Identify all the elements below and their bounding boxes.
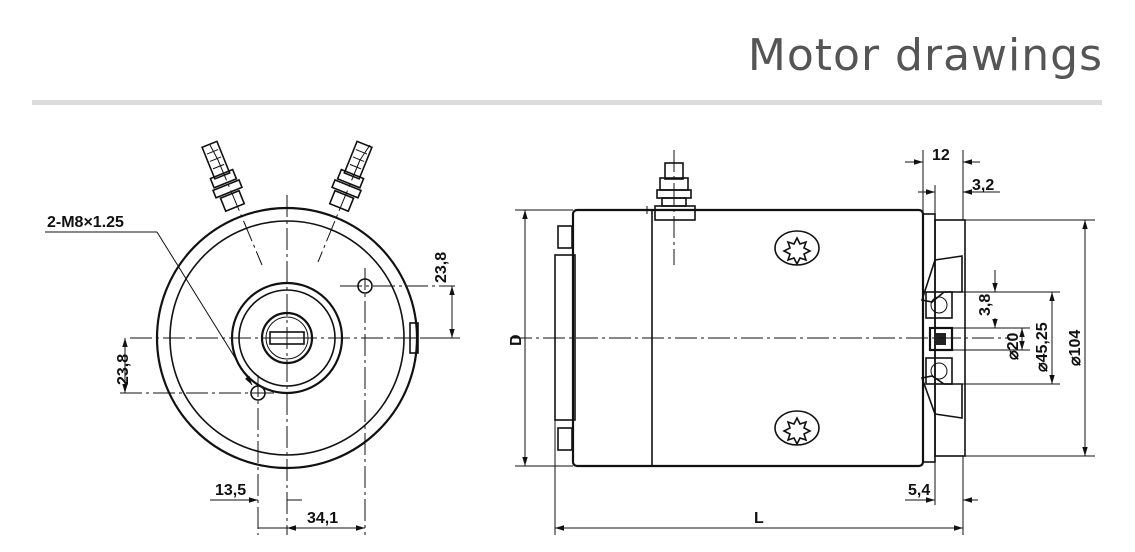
dim-flange-width: 12: [932, 147, 950, 164]
dim-hole-offset-left: 13,5: [215, 482, 246, 499]
torx-bolt-upper: [774, 230, 820, 266]
terminal-stud-right: [328, 140, 373, 213]
terminal-stud-left: [201, 140, 246, 213]
thread-spec-label: 2-M8×1.25: [47, 214, 124, 231]
flange-section-cut: [920, 255, 963, 303]
dim-pilot-diameter: ⌀45,25: [1034, 322, 1051, 372]
torx-bolt-lower: [774, 410, 820, 446]
dim-body-diameter: ⌀104: [1067, 330, 1084, 366]
dim-bearing-offset: 3,8: [977, 294, 994, 316]
dim-hole-vertical-left: 23,8: [115, 354, 132, 385]
dim-shaft-diameter: ⌀20: [1005, 332, 1022, 360]
dim-hole-vertical: 23,8: [433, 252, 450, 283]
title-divider: [32, 100, 1102, 105]
dim-body-diameter-symbol: D: [508, 334, 525, 346]
page-title: Motor drawings: [747, 30, 1103, 81]
dim-end-offset: 5,4: [908, 482, 930, 499]
side-view: D L 5,4 12 3,2 3,8 ⌀20: [508, 147, 1095, 535]
side-terminal-stud: [654, 150, 696, 265]
front-view: 2-M8×1.25 23,8 23,8 13,5 34,1: [45, 140, 460, 535]
dim-flange-step: 3,2: [972, 177, 994, 194]
output-shaft: [928, 326, 954, 352]
dim-hole-offset-right: 34,1: [307, 510, 338, 527]
dim-overall-length: L: [754, 510, 764, 527]
